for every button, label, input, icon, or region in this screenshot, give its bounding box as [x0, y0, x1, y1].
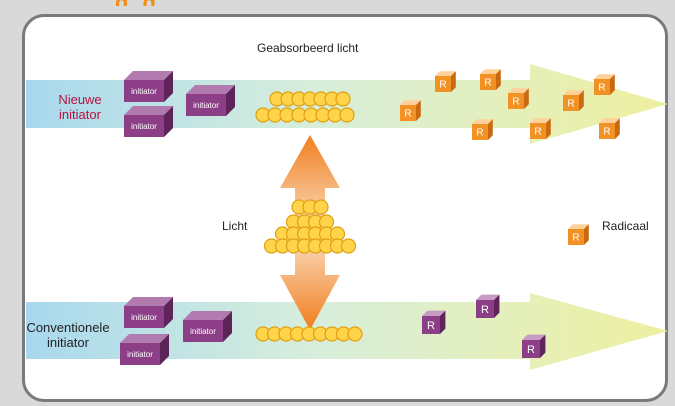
initiator-box: initiator: [124, 106, 173, 137]
initiator-box: initiator: [124, 297, 173, 328]
radical-cube: R: [599, 118, 620, 139]
svg-text:R: R: [567, 99, 574, 110]
svg-text:R: R: [427, 320, 435, 332]
svg-text:R: R: [404, 109, 411, 120]
photon-circle: [313, 199, 329, 215]
initiator-box: initiator: [124, 71, 173, 102]
svg-text:initiator: initiator: [127, 350, 153, 359]
svg-text:R: R: [484, 78, 491, 89]
svg-text:R: R: [527, 344, 535, 356]
initiator-box: initiator: [183, 311, 232, 342]
svg-text:R: R: [603, 127, 610, 138]
svg-text:R: R: [476, 128, 483, 139]
svg-text:initiator: initiator: [131, 87, 157, 96]
svg-text:initiator: initiator: [131, 122, 157, 131]
radical-cube: R: [422, 310, 446, 334]
svg-text:R: R: [439, 80, 446, 91]
conventional-initiator-label: Conventionele initiator: [26, 320, 110, 350]
radical-cube: R: [568, 224, 589, 245]
heading-fragment: g g: [115, 0, 275, 6]
svg-text:R: R: [572, 233, 579, 244]
initiator-box: initiator: [120, 334, 169, 365]
svg-text:R: R: [481, 304, 489, 316]
radical-legend-label: Radicaal: [602, 219, 649, 233]
svg-text:R: R: [598, 83, 605, 94]
svg-text:initiator: initiator: [193, 101, 219, 110]
radical-cube: R: [594, 74, 615, 95]
light-label: Licht: [222, 219, 248, 233]
radical-cube: R: [435, 71, 456, 92]
svg-text:initiator: initiator: [131, 313, 157, 322]
radical-cube: R: [522, 334, 546, 358]
initiator-box: initiator: [186, 85, 235, 116]
svg-text:initiator: initiator: [190, 327, 216, 336]
svg-text:R: R: [512, 97, 519, 108]
photon-circle: [339, 107, 355, 123]
radical-cube: R: [508, 88, 529, 109]
absorbed-light-label: Geabsorbeerd licht: [257, 41, 359, 55]
radical-cube: R: [400, 100, 421, 121]
radical-cube: R: [476, 294, 500, 318]
radical-cube: R: [480, 69, 501, 90]
radical-cube: R: [563, 90, 584, 111]
radical-cube: R: [472, 119, 493, 140]
photon-circle: [335, 91, 351, 107]
radical-cube: R: [530, 118, 551, 139]
svg-text:R: R: [534, 127, 541, 138]
photon-circle: [340, 238, 357, 254]
new-initiator-label: Nieuwe initiator: [58, 92, 102, 122]
photon-circle: [347, 326, 363, 342]
